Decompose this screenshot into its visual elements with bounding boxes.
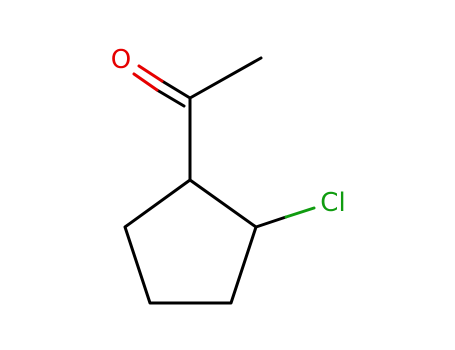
cyclopentane-ring bbox=[123, 178, 258, 305]
chloro-bond-carbon-half bbox=[254, 215, 288, 229]
chloro-bond-chlorine-half bbox=[284, 206, 316, 219]
carbonyl-bond-carbon-half-2 bbox=[155, 88, 186, 108]
carbonyl-bond-oxygen-half-2 bbox=[132, 72, 159, 92]
chlorine-atom-label: Cl bbox=[320, 188, 345, 218]
methyl-bond bbox=[188, 56, 263, 100]
oxygen-atom-label: O bbox=[111, 45, 131, 75]
carbonyl-bond-oxygen-half bbox=[137, 64, 164, 83]
carbonyl-bond-carbon-half bbox=[160, 79, 192, 100]
